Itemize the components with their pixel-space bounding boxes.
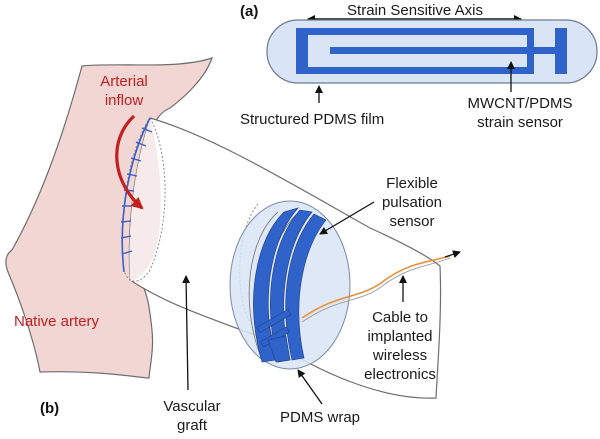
film-label: Structured PDMS film (240, 111, 384, 128)
pdms-wrap-pointer (297, 369, 323, 405)
flexible-sensor-line3: sensor (389, 213, 434, 230)
cable-line3: wireless (372, 347, 427, 364)
cable-line2: implanted (367, 328, 432, 345)
flexible-sensor-line2: pulsation (382, 194, 442, 211)
vascular-graft-line2: graft (177, 417, 208, 434)
cable-line4: electronics (364, 366, 436, 383)
mwcnt-sensor (296, 28, 567, 74)
strain-axis-label: Strain Sensitive Axis (347, 2, 483, 19)
native-artery-label: Native artery (14, 313, 100, 330)
anastomosis-ellipse (121, 117, 166, 282)
panel-a-tag: (a) (240, 3, 258, 20)
pdms-wrap-label: PDMS wrap (280, 409, 360, 426)
sensor-label-line2: strain sensor (477, 114, 563, 131)
native-artery (5, 57, 213, 379)
arterial-inflow-arrow (115, 114, 144, 210)
panel-a: (a) Strain Sensitive Axis Structured PDM… (240, 2, 598, 131)
flexible-sensor-pointer (319, 201, 375, 235)
vascular-graft-line1: Vascular (163, 398, 220, 415)
panel-b: (b) Arterial inflow Native artery Flexib… (5, 57, 461, 434)
graft-inner-shade (129, 118, 161, 282)
arterial-inflow-line1: Arterial (100, 73, 148, 90)
cable-shadow (301, 257, 451, 323)
panel-b-tag: (b) (40, 400, 59, 417)
cable (301, 255, 451, 319)
arterial-inflow-line2: inflow (105, 92, 144, 109)
sensor-label-line1: MWCNT/PDMS (468, 95, 573, 112)
flexible-sensor-line1: Flexible (386, 175, 438, 192)
cable-end-arrow (444, 250, 461, 259)
pulsation-sensor (253, 207, 327, 363)
vascular-graft-pointer (182, 275, 191, 391)
cable-line1: Cable to (372, 309, 428, 326)
